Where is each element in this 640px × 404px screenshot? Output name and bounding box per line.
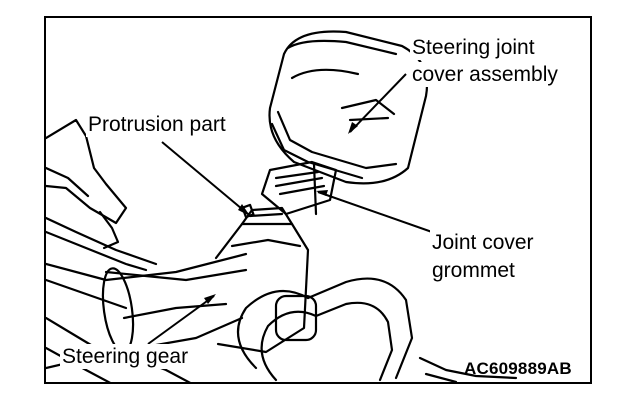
label-grommet-line1: Joint cover bbox=[430, 230, 536, 255]
joint-cover-assembly bbox=[268, 30, 428, 185]
arrowhead-protrusion bbox=[238, 204, 250, 216]
leader-protrusion bbox=[161, 141, 249, 215]
leader-steering-gear bbox=[147, 295, 215, 345]
leader-lines bbox=[147, 73, 433, 345]
label-cover-assembly-line2: cover assembly bbox=[410, 62, 560, 87]
leader-cover-assembly bbox=[349, 73, 407, 133]
label-protrusion-part: Protrusion part bbox=[86, 112, 228, 137]
leader-grommet bbox=[317, 191, 433, 233]
body-bracket bbox=[46, 118, 158, 272]
label-cover-assembly-line1: Steering joint bbox=[410, 35, 537, 60]
arrowhead-cover bbox=[348, 122, 358, 134]
pipe-loop bbox=[236, 277, 518, 382]
figure-code: AC609889AB bbox=[464, 359, 572, 378]
arrowhead-gear bbox=[204, 294, 216, 304]
arrowhead-grommet bbox=[316, 190, 328, 196]
label-grommet-line2: grommet bbox=[430, 258, 517, 283]
diagram-frame: Steering joint cover assembly Protrusion… bbox=[44, 16, 592, 384]
label-steering-gear: Steering gear bbox=[60, 344, 191, 369]
